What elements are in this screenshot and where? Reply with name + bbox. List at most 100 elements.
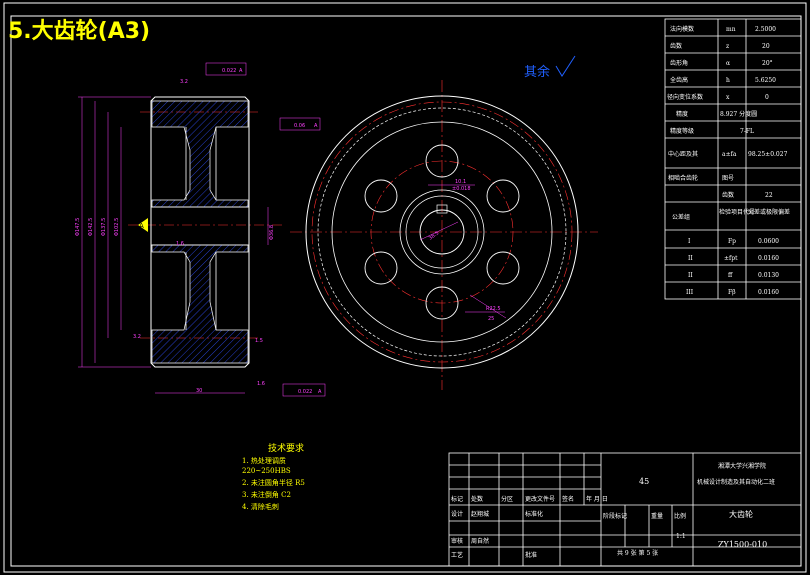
roughness-top: 3.2 [180, 79, 188, 85]
roughness-bottom: 1.6 [257, 381, 265, 387]
param-symbol-4: x [726, 94, 730, 101]
tb-header-2: 分区 [501, 495, 513, 503]
param-value-6: 7-FL [740, 128, 754, 135]
tech-item-0: 1. 热处理调质 [242, 456, 286, 465]
diameter-dims [78, 96, 269, 394]
tb-material: 45 [639, 477, 649, 486]
param-value-5: 8.927 分度圆 [720, 110, 757, 118]
tol-row-0-group: I [688, 238, 691, 245]
tol-row-0-value: 0.0600 [758, 238, 779, 245]
param-value-7: 98.25±0.027 [748, 151, 788, 158]
tb-reviewer-name: 周自然 [471, 537, 489, 545]
tb-standard-label: 标准化 [525, 510, 543, 518]
param-symbol-1: z [726, 43, 729, 50]
tol-group-label: 公差组 [672, 213, 690, 221]
param-name-1: 齿数 [670, 42, 682, 50]
runout-top-value: 0.022 [222, 68, 236, 74]
tb-scale: 1:1 [676, 533, 686, 540]
hub-circle-outer [399, 189, 485, 275]
tol-row-2-group: II [688, 272, 693, 279]
roughness-left: 1.6 [176, 241, 184, 247]
param-table-text: 法向模数 mn 2.5000 齿数 z 20 齿形角 α 20° 全齿高 h 5… [667, 25, 790, 296]
other-roughness-text: 其余 [524, 64, 550, 80]
param-value-0: 2.5000 [755, 26, 776, 33]
tol-row-2-value: 0.0130 [758, 272, 779, 279]
front-dim-leaders [419, 184, 507, 319]
lightening-holes [364, 144, 520, 320]
param-value-3: 5.6250 [755, 77, 776, 84]
title-block-text: 标记 处数 分区 更改文件号 签名 年 月 日 设计 赵翔城 标准化 审核 周自… [451, 462, 775, 559]
tb-approve-label: 批准 [525, 551, 537, 559]
outer-frame [3, 2, 807, 573]
param-symbol-7: a±fa [722, 151, 737, 158]
tb-header-5: 年 月 日 [586, 495, 608, 503]
runout-top-datum: A [239, 68, 243, 74]
tech-item-3: 3. 未注倒角 C2 [242, 490, 291, 499]
tb-header-3: 更改文件号 [525, 495, 555, 503]
title-block-grid [448, 452, 802, 567]
dia-label-4: Φ102.5 [114, 218, 120, 236]
tb-process-label: 工艺 [451, 551, 463, 559]
param-value-4: 0 [765, 94, 769, 101]
tech-heading: 技术要求 [268, 442, 304, 454]
front-view: 10.1 ±0.018 38.5 R22.5 25 [290, 80, 598, 390]
tb-designer-name: 赵翔城 [471, 510, 489, 518]
param-name-5: 精度 [676, 110, 688, 118]
front-dim-3: 38.5 [428, 230, 441, 241]
hole-pitch-circle [370, 160, 514, 304]
tb-school: 湘潭大学兴湘学院 [718, 462, 766, 470]
param-value-9: 22 [765, 192, 773, 199]
drawing-title: 5.大齿轮(A3) [8, 18, 150, 44]
bore-circle [419, 209, 465, 255]
roughness-check-icon [555, 55, 576, 77]
parallel-datum: A [314, 123, 318, 129]
front-dim-4: R22.5 [486, 306, 501, 312]
front-dim-2: ±0.018 [452, 186, 471, 192]
param-symbol-3: h [726, 77, 730, 84]
parallel-value: 0.06 [294, 123, 305, 129]
tol-row-1-group: II [688, 255, 693, 262]
tb-designer-label: 设计 [451, 510, 463, 518]
roughness-lowleft: 3.2 [133, 334, 141, 340]
hatch-upper [151, 100, 249, 208]
tb-part-name: 大齿轮 [729, 509, 753, 519]
runout-frame-bottom [282, 383, 326, 397]
tb-stage-0: 阶段标记 [603, 512, 627, 520]
tol-row-0-symbol: Fp [728, 238, 736, 245]
tb-sheets: 共 9 张 第 5 张 [617, 549, 658, 557]
tb-header-4: 签名 [562, 495, 574, 503]
gear-outline [150, 96, 250, 368]
parallel-frame [279, 117, 321, 131]
hub-circle-inner [405, 195, 479, 269]
tech-requirements: 技术要求 1. 热处理调质 220~250HBS 2. 未注圆角半径 R5 3.… [242, 442, 305, 511]
width-dim-label: 30 [196, 388, 202, 394]
tol-row-2-symbol: ff [728, 272, 733, 279]
tb-stage-1: 重量 [651, 512, 663, 520]
front-dim-1: 10.1 [455, 179, 466, 185]
tol-row-3-group: III [686, 289, 694, 296]
tol-row-3-value: 0.0160 [758, 289, 779, 296]
tol-row-1-value: 0.0160 [758, 255, 779, 262]
root-circle [317, 107, 567, 357]
tol-header-item: 检验项目代号 [719, 208, 755, 216]
hatch-lower [151, 244, 249, 364]
section-view: Φ147.5 Φ142.5 Φ137.5 Φ102.5 Φ36.8 30 3.2… [75, 62, 326, 397]
pitch-circle [311, 101, 573, 363]
param-name-0: 法向模数 [670, 25, 694, 33]
web-lines [185, 127, 217, 330]
param-table [664, 18, 802, 300]
param-value-2: 20° [762, 60, 773, 67]
param-name-3: 全齿高 [670, 76, 688, 84]
param-name-2: 齿形角 [670, 59, 688, 67]
tip-circle [305, 95, 579, 369]
tol-row-1-symbol: ±fpt [724, 255, 738, 262]
param-symbol-2: α [726, 60, 730, 67]
datum-triangle [138, 218, 148, 232]
tb-header-0: 标记 [451, 495, 463, 503]
datum-label: A [139, 222, 144, 230]
param-name-6: 精度等级 [670, 127, 694, 135]
param-symbol-8: 图号 [722, 175, 734, 182]
param-value-1: 20 [762, 43, 770, 50]
dia-label-1: Φ147.5 [75, 218, 81, 236]
